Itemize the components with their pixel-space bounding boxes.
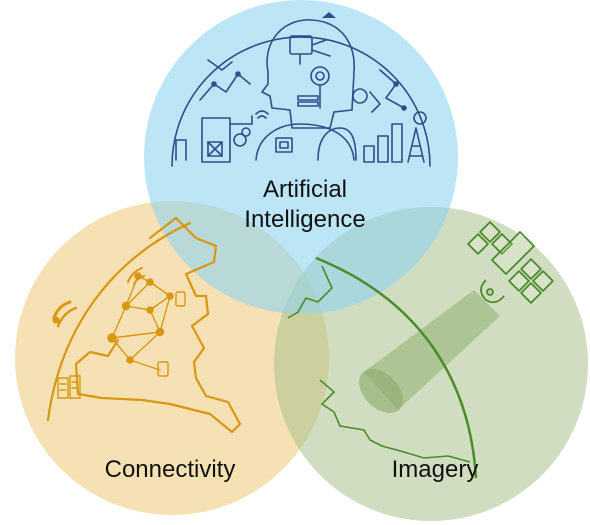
ai-label: Artificial Intelligence	[200, 175, 410, 235]
connectivity-earth-arc	[46, 221, 192, 422]
satellite-beam	[364, 290, 500, 410]
tablet-icon	[157, 361, 169, 377]
connectivity-coastline	[74, 216, 242, 434]
wifi-icon	[52, 300, 78, 328]
imagery-illustration	[287, 221, 554, 479]
imagery-coastline	[287, 265, 471, 463]
ai-circle	[144, 0, 458, 314]
network-graph-icon	[107, 272, 174, 371]
ai-illustration	[171, 19, 431, 167]
phone-icon	[175, 291, 186, 307]
connectivity-illustration	[46, 216, 242, 434]
robot-head-icon	[261, 19, 355, 129]
ai-cloud-icon	[322, 12, 336, 18]
ai-dome-arc	[171, 36, 431, 167]
city-skyline-icon	[363, 111, 427, 163]
imagery-label: Imagery	[391, 456, 479, 483]
beam-footprint	[359, 369, 403, 413]
imagery-earth-arc	[315, 256, 478, 479]
wifi-small-icon	[127, 267, 145, 285]
ai-label-line1: Artificial	[262, 176, 347, 203]
connectivity-label: Connectivity	[104, 456, 236, 483]
ai-label-line2: Intelligence	[244, 206, 366, 233]
server-icon	[57, 375, 81, 399]
satellite-icon	[467, 221, 554, 304]
